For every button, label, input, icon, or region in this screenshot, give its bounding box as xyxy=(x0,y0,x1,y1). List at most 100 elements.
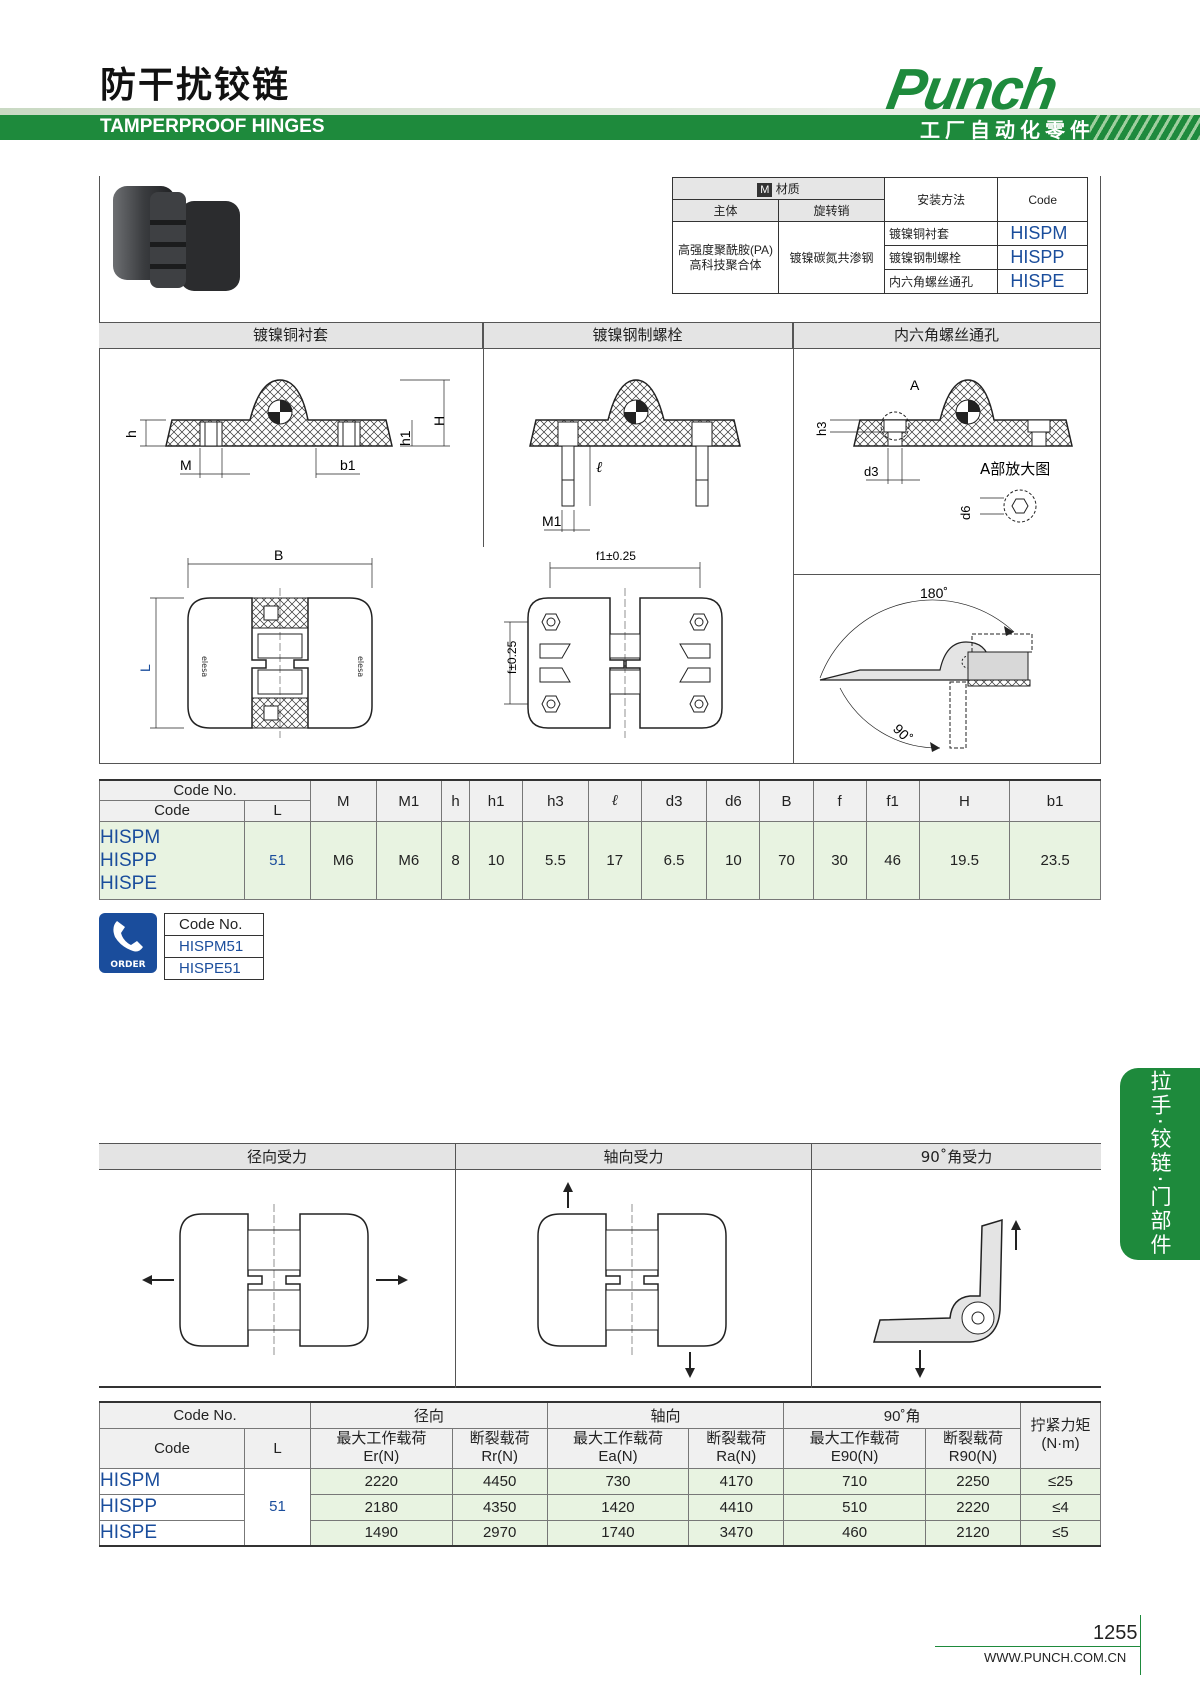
dim-H-label: H xyxy=(431,416,447,426)
group-radial: 径向 xyxy=(310,1401,548,1429)
order-code[interactable]: HISPM51 xyxy=(164,935,264,958)
length-value: 51 xyxy=(244,1467,311,1547)
load-value: 2120 xyxy=(924,1519,1022,1547)
code-value: HISPP xyxy=(997,245,1088,270)
load-value: 2220 xyxy=(310,1467,453,1495)
dim-d3-label: d3 xyxy=(864,464,878,479)
dim-ell-label: ℓ xyxy=(596,460,602,476)
dim-f1-label: f1±0.25 xyxy=(596,549,636,563)
load-value: 730 xyxy=(546,1467,690,1495)
dim-value: M6 xyxy=(310,821,377,900)
footer-line xyxy=(935,1646,1140,1647)
code-value: HISPE xyxy=(99,1519,245,1547)
dim-b1-label: b1 xyxy=(340,457,356,473)
dim-f-label: f±0.25 xyxy=(505,640,519,674)
load-value: 510 xyxy=(783,1493,926,1521)
col-header: M1 xyxy=(375,779,443,822)
group-axial: 轴向 xyxy=(546,1401,785,1429)
dim-h-label: h xyxy=(123,430,139,438)
page-number: 1255 xyxy=(1093,1622,1138,1644)
install-header: 安装方法 xyxy=(883,177,999,222)
divider xyxy=(811,1170,812,1388)
col-header: h1 xyxy=(469,779,524,822)
angle-180-label: 180˚ xyxy=(920,585,948,601)
l-header: L xyxy=(244,1427,311,1469)
material-icon: M xyxy=(757,183,773,197)
bushing-section-drawing: h H h1 M b1 xyxy=(123,379,450,478)
section-head-through-hole: 内六角螺丝通孔 xyxy=(793,322,1101,349)
load-value: 2180 xyxy=(310,1493,453,1521)
dim-value: 8 xyxy=(441,821,471,900)
radial-load-drawing xyxy=(142,1204,408,1356)
brand-stripes xyxy=(1090,115,1200,140)
col-header: h3 xyxy=(522,779,589,822)
dim-M1-label: M1 xyxy=(542,513,562,529)
page-title-cn: 防干扰铰链 xyxy=(100,65,291,106)
dim-M-label: M xyxy=(180,457,192,473)
dim-value: 70 xyxy=(759,821,814,900)
section-head-axial: 轴向受力 xyxy=(455,1143,811,1170)
top-view-drawing: B L elesa elesa xyxy=(140,548,373,738)
table-row: HISPM 51 2220 4450 730 4170 710 2250 ≤25 xyxy=(99,1467,1101,1547)
category-side-tab[interactable]: 拉手·铰链·门部件 xyxy=(1120,1068,1200,1260)
torque-header: 拧紧力矩(N·m) xyxy=(1020,1401,1101,1469)
load-table: Code No. 径向 轴向 90˚角 拧紧力矩(N·m) Code L 最大工… xyxy=(99,1401,1101,1547)
load-value: 1420 xyxy=(546,1493,690,1521)
load-frame xyxy=(99,1143,1101,1388)
code-no-header: Code No. xyxy=(99,1401,311,1429)
dim-value: 19.5 xyxy=(918,821,1011,900)
install-method: 镀镍钢制螺栓 xyxy=(883,245,999,270)
order-table: Code No. HISPM51 HISPE51 xyxy=(164,913,264,980)
col-header: ℓ xyxy=(587,779,642,822)
load-value: 4170 xyxy=(688,1467,785,1495)
load-value: 710 xyxy=(783,1467,926,1495)
material-header: M 材质 xyxy=(672,177,885,200)
angle-90-label: 90˚ xyxy=(890,721,916,747)
code-value: HISPP xyxy=(99,1493,245,1521)
dim-value: 46 xyxy=(865,821,920,900)
dim-B-label: B xyxy=(274,548,283,563)
header-band xyxy=(0,115,1200,140)
hole-pattern-drawing: f1±0.25 f±0.25 xyxy=(504,549,723,738)
website-url[interactable]: WWW.PUNCH.COM.CN xyxy=(984,1650,1127,1665)
dim-L-label: L xyxy=(140,664,153,672)
axial-load-drawing xyxy=(537,1182,727,1378)
code-header: Code xyxy=(997,177,1088,222)
order-head: Code No. xyxy=(164,913,264,936)
through-hole-drawing: A h3 d3 A部放大图 d6 xyxy=(814,377,1073,523)
torque-value: ≤25 xyxy=(1020,1467,1101,1495)
table-row: HISPP 2180 4350 1420 4410 510 2220 ≤4 xyxy=(99,1493,1101,1521)
load-value: 3470 xyxy=(688,1519,785,1547)
dim-value: 23.5 xyxy=(1009,821,1101,900)
torque-value: ≤5 xyxy=(1020,1519,1101,1547)
length-value: 51 xyxy=(244,821,311,900)
pin-header: 旋转销 xyxy=(778,199,885,222)
page-title-en: TAMPERPROOF HINGES xyxy=(100,116,325,137)
divider xyxy=(793,322,794,764)
header-band-top xyxy=(0,108,1200,115)
load-value: 2220 xyxy=(924,1493,1022,1521)
load-value: 4410 xyxy=(688,1493,785,1521)
svg-text:elesa: elesa xyxy=(200,656,209,677)
code-value: HISPE xyxy=(997,269,1088,294)
section-head-bushing: 镀镍铜衬套 xyxy=(99,322,483,349)
col-header: d6 xyxy=(706,779,761,822)
load-value: 460 xyxy=(783,1519,926,1547)
dim-value: 6.5 xyxy=(640,821,708,900)
order-code[interactable]: HISPE51 xyxy=(164,957,264,980)
svg-text:elesa: elesa xyxy=(356,656,365,677)
rotation-drawing: 180˚ 90˚ xyxy=(819,585,1033,752)
col-header: d3 xyxy=(640,779,708,822)
spec-frame xyxy=(99,176,1101,764)
material-table: M 材质 安装方法 Code 主体 旋转销 高强度聚酰胺(PA)高科技聚合体 镀… xyxy=(672,177,1088,294)
install-method: 内六角螺丝通孔 xyxy=(883,269,999,294)
dim-value: 17 xyxy=(587,821,642,900)
order-icon: ORDER xyxy=(99,913,157,973)
code-value: HISPM xyxy=(997,221,1088,246)
